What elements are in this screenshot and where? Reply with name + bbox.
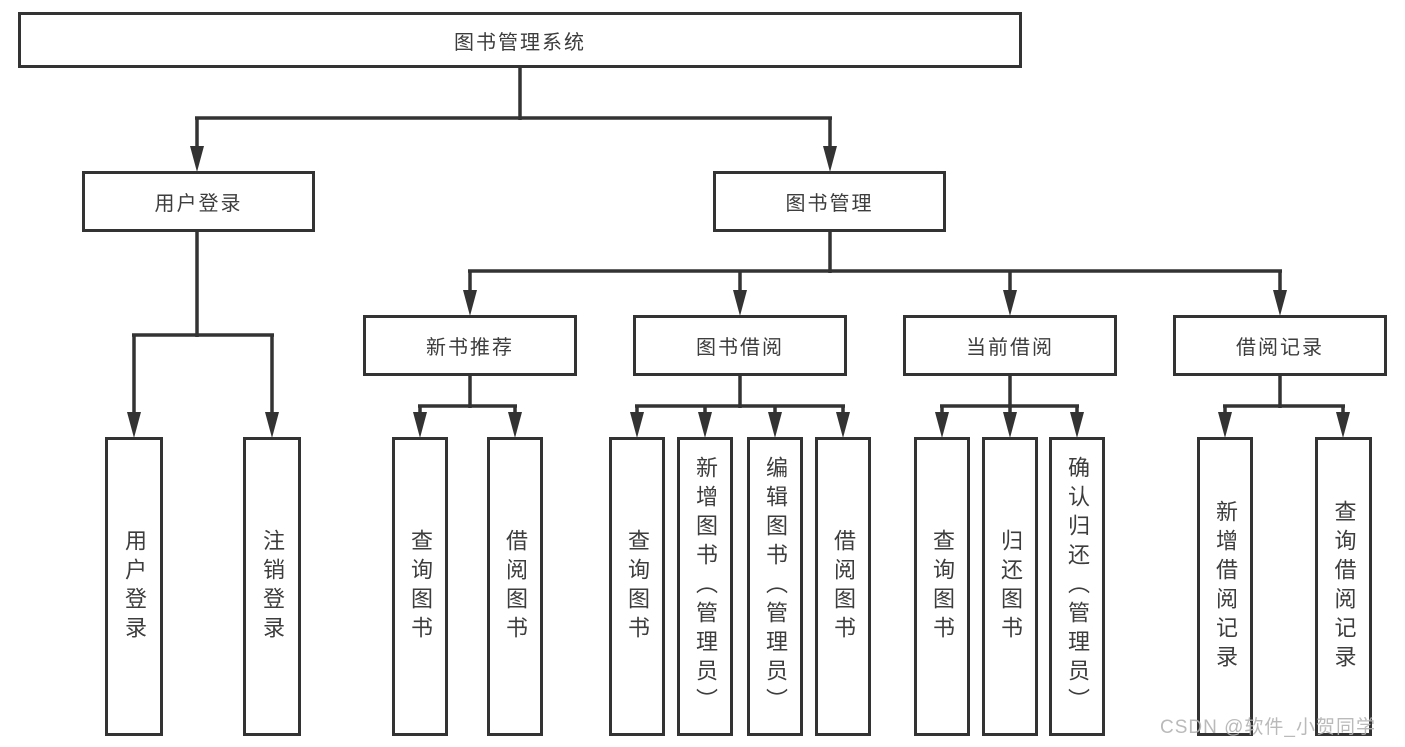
node-new-book-recommendation: 新书推荐: [363, 315, 577, 376]
leaf-query-books-current: 查询图书: [914, 437, 970, 736]
node-book-borrowing: 图书借阅: [633, 315, 847, 376]
node-label: 借阅图书: [503, 528, 528, 645]
node-label: 查询借阅记录: [1331, 499, 1357, 674]
node-label: 查询图书: [930, 528, 955, 645]
node-book-management: 图书管理: [713, 171, 946, 232]
node-current-borrowing: 当前借阅: [903, 315, 1117, 376]
node-user-login: 用户登录: [82, 171, 315, 232]
leaf-query-books-recommend: 查询图书: [392, 437, 448, 736]
node-label: 新增图书（管理员）: [693, 456, 718, 717]
node-label: 图书管理系统: [454, 31, 586, 54]
leaf-logout: 注销登录: [243, 437, 301, 736]
leaf-borrow-books: 借阅图书: [815, 437, 871, 736]
node-label: 编辑图书（管理员）: [763, 456, 788, 717]
node-label: 用户登录: [122, 528, 147, 645]
node-label: 查询图书: [408, 528, 433, 645]
node-label: 借阅记录: [1236, 337, 1324, 359]
node-borrowing-records: 借阅记录: [1173, 315, 1387, 376]
node-label: 用户登录: [154, 193, 243, 215]
leaf-user-login: 用户登录: [105, 437, 163, 736]
leaf-confirm-return-admin: 确认归还（管理员）: [1049, 437, 1105, 736]
node-label: 注销登录: [260, 528, 285, 645]
leaf-query-books-borrow: 查询图书: [609, 437, 665, 736]
node-label: 归还图书: [998, 528, 1023, 645]
leaf-borrow-books-recommend: 借阅图书: [487, 437, 543, 736]
leaf-edit-books-admin: 编辑图书（管理员）: [747, 437, 803, 736]
csdn-watermark: CSDN @软件_小贺同学: [1160, 717, 1376, 738]
node-library-management-system: 图书管理系统: [18, 12, 1022, 68]
leaf-add-books-admin: 新增图书（管理员）: [677, 437, 733, 736]
node-label: 图书管理: [785, 193, 874, 215]
leaf-add-borrow-record: 新增借阅记录: [1197, 437, 1253, 736]
node-label: 确认归还（管理员）: [1065, 456, 1090, 717]
node-label: 借阅图书: [831, 528, 856, 645]
node-label: 查询图书: [625, 528, 650, 645]
node-label: 当前借阅: [966, 337, 1054, 359]
leaf-query-borrow-record: 查询借阅记录: [1315, 437, 1372, 736]
node-label: 新增借阅记录: [1213, 499, 1238, 674]
leaf-return-books: 归还图书: [982, 437, 1038, 736]
node-label: 图书借阅: [696, 337, 784, 359]
node-label: 新书推荐: [426, 337, 514, 359]
